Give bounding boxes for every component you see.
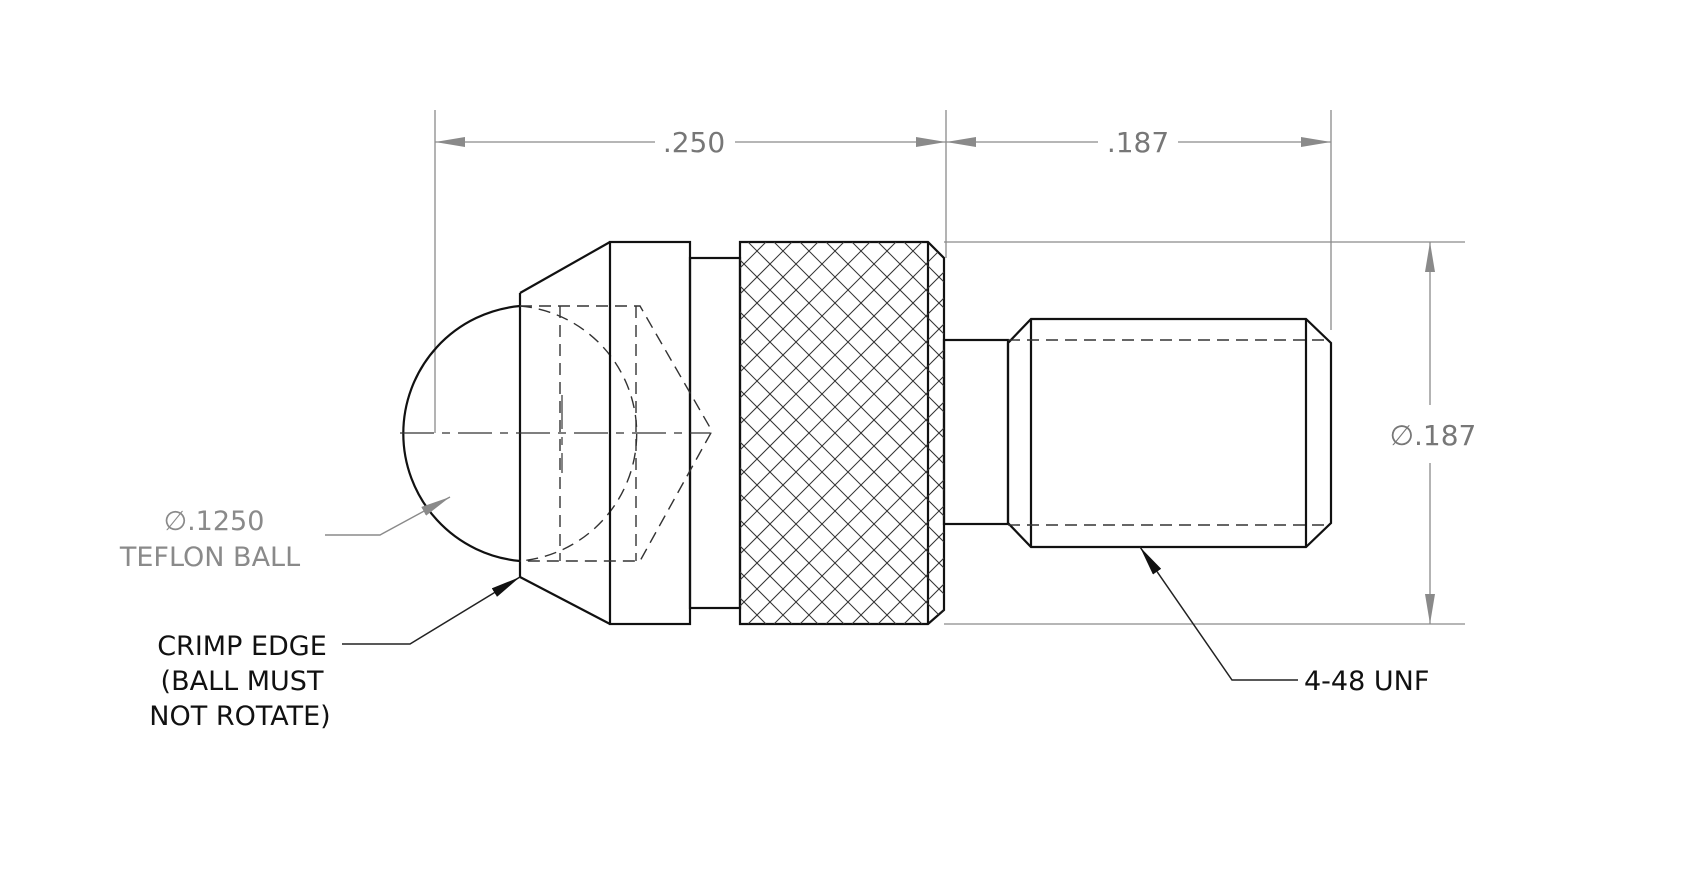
knurl-line	[740, 242, 944, 624]
knurl-line	[740, 242, 944, 624]
knurl-line	[740, 242, 923, 624]
knurl-line	[851, 242, 944, 624]
knurl-line	[1294, 242, 1676, 624]
knurl-line	[1164, 242, 1546, 624]
knurl-line	[1294, 242, 1676, 624]
teflon-ball-hidden	[519, 305, 638, 562]
note-thread-spec: 4-48 UNF	[1304, 666, 1429, 697]
knurl-line	[747, 242, 944, 624]
knurl-line	[740, 242, 944, 624]
note-crimp-line2: (BALL MUST	[161, 666, 324, 697]
knurl-line	[740, 242, 944, 624]
knurl-line	[825, 242, 944, 624]
dimension-body-diameter: ∅.187	[944, 241, 1477, 625]
knurl-line	[877, 242, 944, 624]
leader-thread-spec: 4-48 UNF	[1139, 546, 1429, 697]
knurl-line	[1164, 242, 1546, 624]
shaft-neck	[942, 338, 1010, 526]
knurl-line	[929, 242, 944, 624]
knurl-line	[1008, 242, 1390, 624]
knurl-line	[799, 242, 944, 624]
knurl-line	[773, 242, 944, 624]
knurl-line	[956, 242, 1338, 624]
knurl-line	[877, 242, 944, 624]
knurl-line	[903, 242, 944, 624]
knurl-line	[740, 242, 897, 624]
note-ball-diameter: ∅.1250	[164, 506, 265, 537]
leader-ball-diameter: ∅.1250 TEFLON BALL	[119, 496, 451, 573]
knurl-line	[1008, 242, 1390, 624]
knurl-line	[903, 242, 944, 624]
dimension-thread-length: .187	[946, 110, 1332, 330]
knurl-line	[740, 242, 944, 624]
knurl-line	[740, 242, 944, 624]
dimension-overall-length: .250	[434, 110, 947, 433]
part-outline	[400, 240, 1333, 626]
knurl-line	[1034, 242, 1416, 624]
knurl-crosshatch	[740, 242, 1693, 624]
note-crimp-line1: CRIMP EDGE	[157, 631, 327, 662]
crimp-cone-top	[519, 241, 611, 294]
knurl-line	[929, 242, 944, 624]
knurl-line	[1320, 242, 1693, 624]
note-ball-material: TEFLON BALL	[119, 542, 300, 573]
knurl-line	[851, 242, 944, 624]
knurl-line	[1060, 242, 1442, 624]
knurl-line	[740, 242, 923, 624]
knurl-line	[740, 242, 845, 624]
knurl-line	[1034, 242, 1416, 624]
dim-text-overall-length: .250	[663, 126, 725, 159]
leader-line-thread	[1139, 546, 1298, 681]
crimp-cone-bottom	[519, 576, 611, 625]
knurl-line	[1190, 242, 1572, 624]
ball-cavity-hidden	[520, 305, 713, 562]
leader-crimp-edge: CRIMP EDGE (BALL MUST NOT ROTATE)	[149, 576, 521, 732]
knurl-line	[740, 242, 871, 624]
knurl-line	[956, 242, 1338, 624]
leader-line-crimp	[342, 576, 521, 645]
knurl-line	[740, 242, 944, 624]
knurl-line	[740, 242, 845, 624]
dim-text-body-diameter: ∅.187	[1390, 419, 1477, 452]
leader-line-ball	[325, 496, 451, 536]
knurl-line	[799, 242, 944, 624]
knurl-line	[740, 242, 897, 624]
note-crimp-line3: NOT ROTATE)	[149, 701, 330, 732]
knurl-line	[1320, 242, 1693, 624]
threaded-stud	[1006, 317, 1333, 549]
knurl-line	[740, 242, 871, 624]
knurl-line	[1190, 242, 1572, 624]
knurl-line	[1060, 242, 1442, 624]
knurl-line	[773, 242, 944, 624]
knurl-line	[740, 242, 819, 624]
knurl-line	[825, 242, 944, 624]
knurl-line	[740, 242, 819, 624]
dim-text-thread-length: .187	[1107, 126, 1169, 159]
